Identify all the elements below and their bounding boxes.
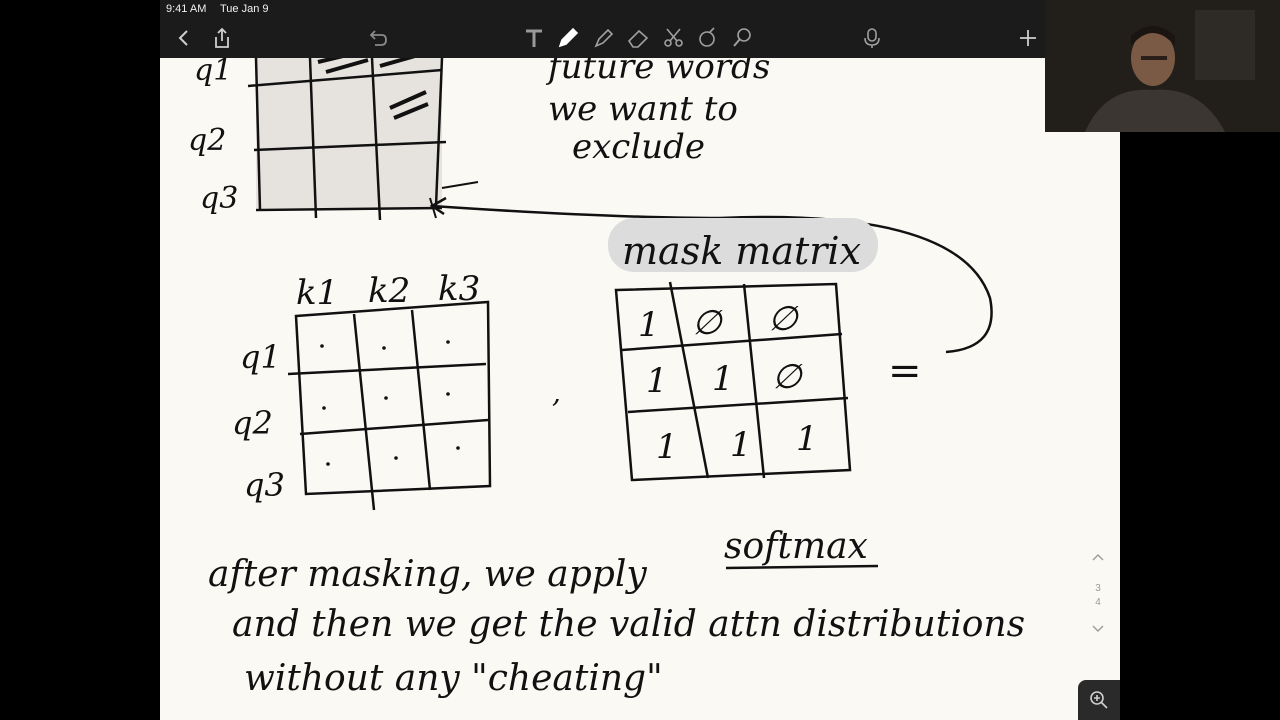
eraser-icon bbox=[627, 29, 649, 48]
microphone-button[interactable] bbox=[858, 24, 886, 52]
shapes-icon bbox=[699, 27, 715, 47]
status-bar: 9:41 AM Tue Jan 9 bbox=[160, 0, 1120, 18]
undo-icon bbox=[369, 30, 387, 46]
undo-button[interactable] bbox=[363, 24, 391, 52]
comma-mark: , bbox=[552, 376, 561, 409]
left-letterbox bbox=[0, 0, 160, 720]
status-date: Tue Jan 9 bbox=[220, 3, 269, 15]
query-label-1: q1 bbox=[240, 338, 281, 376]
mask-cell-1-3: ∅ bbox=[768, 299, 799, 339]
zoom-button[interactable] bbox=[1078, 680, 1120, 720]
sentence-line-1: after masking, we apply bbox=[208, 554, 647, 595]
annotation-line-2: we want to bbox=[548, 89, 738, 129]
sentence-line-2: and then we get the valid attn distribut… bbox=[232, 604, 1025, 645]
highlighter-button[interactable] bbox=[590, 24, 618, 52]
key-label-1: k1 bbox=[296, 273, 338, 313]
status-time: 9:41 AM bbox=[166, 3, 207, 15]
pen-button[interactable] bbox=[554, 24, 582, 52]
sentence-line-3: without any "cheating" bbox=[244, 658, 663, 699]
microphone-icon bbox=[864, 28, 880, 48]
lasso-icon bbox=[733, 28, 751, 47]
eraser-button[interactable] bbox=[624, 24, 652, 52]
chevron-left-icon bbox=[178, 30, 188, 46]
page-navigator: 3 4 bbox=[1086, 552, 1110, 662]
softmax-word: softmax bbox=[724, 526, 868, 567]
mask-matrix bbox=[614, 281, 852, 482]
mask-cell-2-3: ∅ bbox=[772, 357, 803, 397]
scissors-icon bbox=[664, 28, 683, 47]
mask-cell-2-1: 1 bbox=[646, 361, 668, 401]
mask-cell-3-2: 1 bbox=[730, 425, 752, 465]
presenter-video bbox=[1045, 0, 1280, 132]
mask-title-highlight bbox=[608, 218, 878, 272]
top-q2-label: q2 bbox=[188, 123, 226, 158]
softmax-underline bbox=[725, 564, 879, 570]
lasso-button[interactable] bbox=[728, 24, 756, 52]
mask-cell-3-1: 1 bbox=[656, 427, 678, 467]
annotation-line-1: future words bbox=[545, 58, 770, 87]
mask-cell-1-2: ∅ bbox=[692, 303, 723, 343]
key-label-2: k2 bbox=[368, 271, 410, 311]
zoom-in-icon bbox=[1090, 691, 1108, 709]
add-page-button[interactable] bbox=[1014, 24, 1042, 52]
page-number-next: 4 bbox=[1095, 597, 1101, 608]
mask-cell-3-3: 1 bbox=[796, 419, 818, 459]
back-button[interactable] bbox=[170, 24, 198, 52]
mask-title: mask matrix bbox=[622, 229, 861, 273]
page-down-button[interactable] bbox=[1086, 624, 1110, 640]
query-label-2: q2 bbox=[232, 404, 273, 442]
text-tool-icon bbox=[526, 29, 542, 47]
chevron-up-icon bbox=[1092, 554, 1104, 561]
highlighter-icon bbox=[594, 28, 614, 48]
scissors-button[interactable] bbox=[660, 24, 688, 52]
mask-cell-2-2: 1 bbox=[712, 359, 734, 399]
equals-sign: = bbox=[888, 348, 922, 394]
page-up-button[interactable] bbox=[1086, 552, 1110, 568]
top-q3-label: q3 bbox=[200, 181, 238, 216]
query-label-3: q3 bbox=[244, 466, 285, 504]
pen-icon bbox=[558, 27, 579, 48]
note-canvas[interactable]: q1 q2 q3 future words we want to exclude… bbox=[160, 58, 1120, 720]
shapes-button[interactable] bbox=[694, 24, 722, 52]
annotation-line-3: exclude bbox=[572, 127, 705, 167]
mask-cell-1-1: 1 bbox=[638, 305, 660, 345]
top-q1-label: q1 bbox=[194, 58, 232, 88]
page-number-current: 3 bbox=[1095, 583, 1101, 594]
share-button[interactable] bbox=[208, 24, 236, 52]
toolbar bbox=[160, 18, 1120, 58]
top-matrix bbox=[247, 58, 479, 221]
chevron-down-icon bbox=[1092, 625, 1104, 632]
webcam-overlay bbox=[1045, 0, 1280, 132]
score-matrix bbox=[287, 300, 492, 511]
text-tool-button[interactable] bbox=[520, 24, 548, 52]
share-icon bbox=[215, 27, 229, 48]
plus-icon bbox=[1020, 30, 1036, 46]
handwriting-layer: q1 q2 q3 future words we want to exclude… bbox=[188, 58, 1025, 699]
